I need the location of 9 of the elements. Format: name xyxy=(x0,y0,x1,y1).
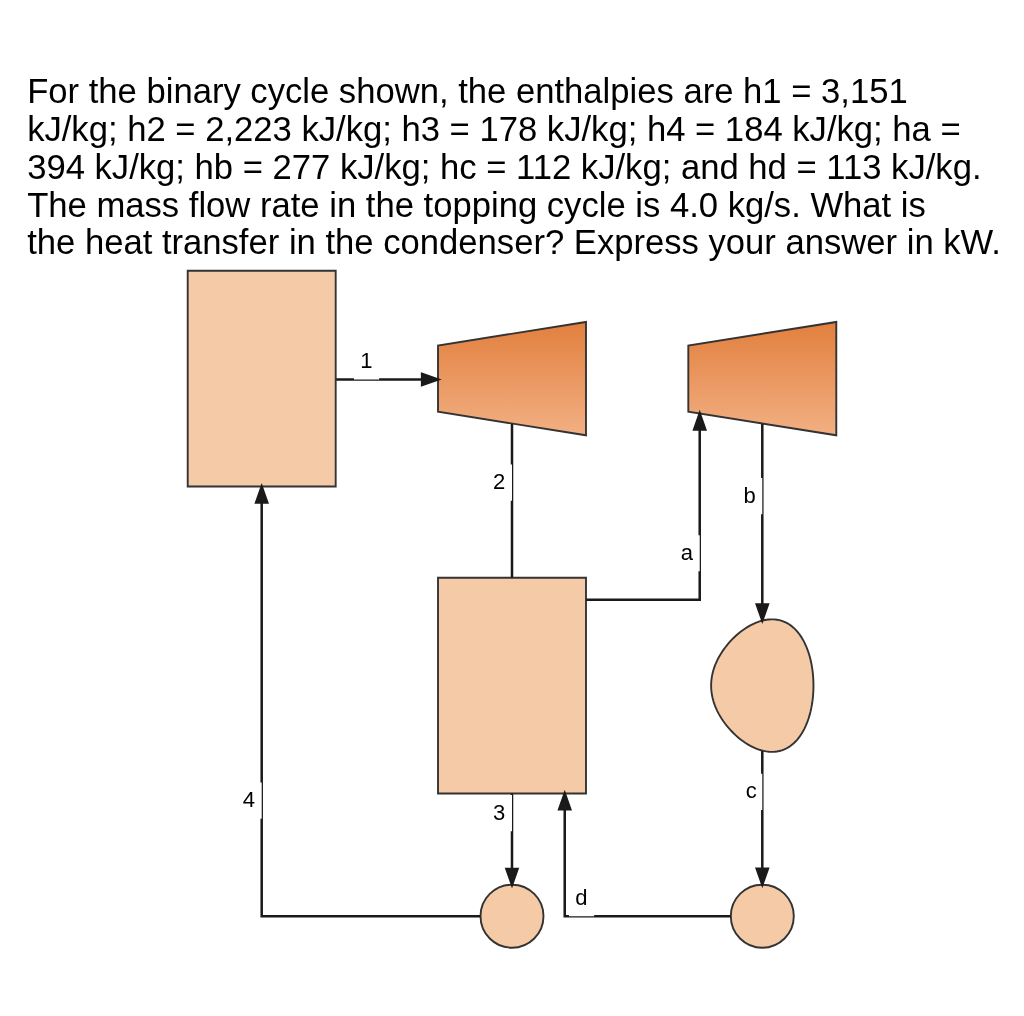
diagram-title: For the binary cycle shown, the enthalpies are h1 = 3,151 kJ/kg; h2 = 2,223 kJ/kg; h3 = 178 kJ/kg; h4 = 184 kJ/kg; ha = 394 kJ/kg; hb = 277 kJ/kg; hc = 112 kJ/kg; and hd = 113 kJ/kg. The mass flow rate in the topping cycle is 4.0 kg/s. What is the heat transfer in the condenser? Express your answer in kW. xyxy=(27,71,1001,261)
edge-label: 2 xyxy=(493,468,506,494)
edge-label: d xyxy=(575,884,588,910)
edge-label: c xyxy=(745,777,757,803)
edge-label: a xyxy=(680,539,694,565)
edge-label: 4 xyxy=(242,786,256,812)
edge-label: b xyxy=(743,482,756,508)
edge-label: 3 xyxy=(493,799,506,825)
edge-label: 1 xyxy=(360,347,373,373)
